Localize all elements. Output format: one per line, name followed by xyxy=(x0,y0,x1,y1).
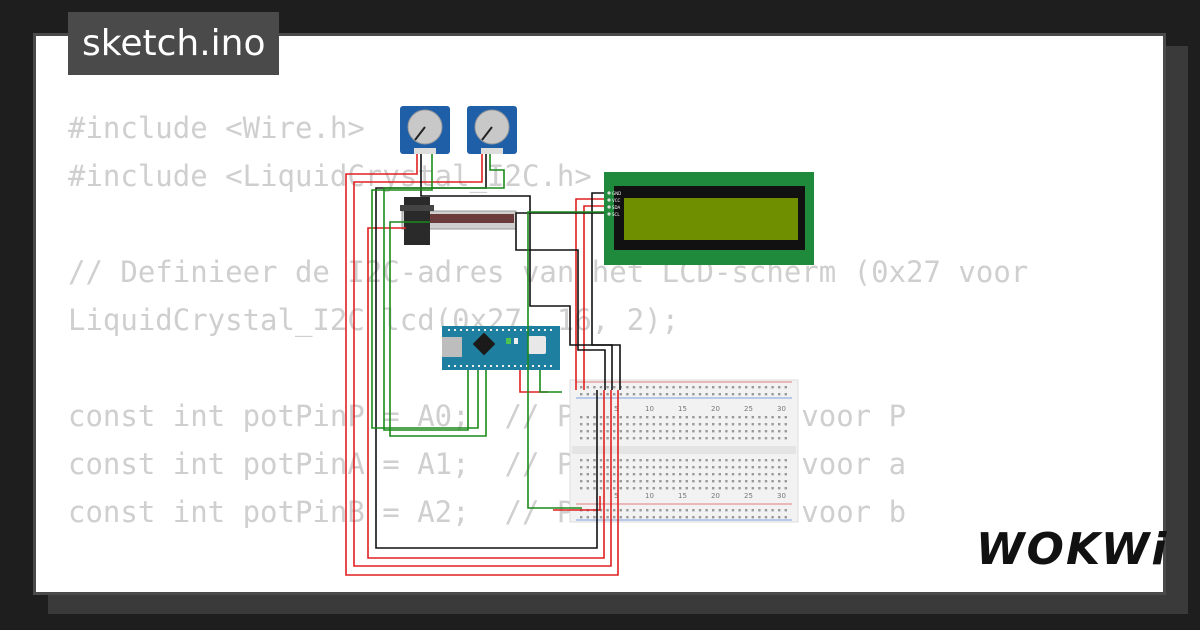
breadboard: 5 10 15 20 25 30 5 10 15 20 25 30 xyxy=(569,379,799,523)
lcd-pin-label: VCC xyxy=(612,198,621,203)
breadboard-col-label: 20 xyxy=(711,492,720,500)
breadboard-col-label: 15 xyxy=(678,405,687,413)
lcd-display[interactable]: GND VCC SDA SCL xyxy=(604,172,814,265)
breadboard-col-label: 25 xyxy=(744,405,753,413)
breadboard-col-label: 5 xyxy=(614,405,618,413)
preview-card: #include <Wire.h>#include <LiquidCrystal… xyxy=(33,33,1166,595)
lcd-pin-label: SDA xyxy=(612,205,621,210)
lcd-pins: GND VCC SDA SCL xyxy=(607,191,621,217)
sketch-filename-tag: sketch.ino xyxy=(68,12,280,75)
breadboard-col-label: 30 xyxy=(777,405,786,413)
breadboard-holes xyxy=(580,386,787,519)
breadboard-col-label: 5 xyxy=(614,492,618,500)
potentiometer-1[interactable] xyxy=(400,106,450,154)
breadboard-col-label: 10 xyxy=(645,405,654,413)
arduino-nano[interactable] xyxy=(442,326,560,370)
code-line: // Definieer de I2C-adres van het LCD-sc… xyxy=(68,255,1029,289)
wokwi-logo: WOKWi xyxy=(976,524,1169,575)
breadboard-col-label: 30 xyxy=(777,492,786,500)
slide-potentiometer[interactable] xyxy=(400,197,517,245)
lcd-pin-label: SCL xyxy=(612,212,620,217)
breadboard-col-label: 15 xyxy=(678,492,687,500)
lcd-pin-label: GND xyxy=(612,191,621,196)
wires xyxy=(345,154,621,576)
potentiometer-2[interactable] xyxy=(467,106,517,154)
breadboard-col-label: 20 xyxy=(711,405,720,413)
code-line: #include <Wire.h> xyxy=(68,111,365,145)
code-background: #include <Wire.h>#include <LiquidCrystal… xyxy=(68,104,1029,592)
breadboard-col-label: 25 xyxy=(744,492,753,500)
breadboard-col-label: 10 xyxy=(645,492,654,500)
code-line: void setup() { xyxy=(68,584,1028,592)
